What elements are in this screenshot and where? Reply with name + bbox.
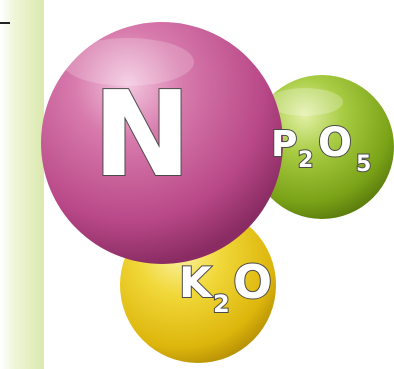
potash-element-k: K <box>179 258 213 307</box>
nitrogen-symbol: N <box>93 65 192 203</box>
phosphate-subscript-5: 5 <box>356 152 371 177</box>
phosphate-element-o: O <box>318 120 352 166</box>
potash-element-o: O <box>233 255 272 309</box>
phosphate-element-p: P <box>271 124 297 165</box>
phosphate-subscript-2: 2 <box>298 148 313 173</box>
phosphate-bubble <box>250 75 394 219</box>
potash-subscript-2: 2 <box>213 290 230 318</box>
nitrogen-bubble <box>41 22 283 264</box>
dash-mark <box>0 22 10 24</box>
side-panel <box>0 0 44 369</box>
